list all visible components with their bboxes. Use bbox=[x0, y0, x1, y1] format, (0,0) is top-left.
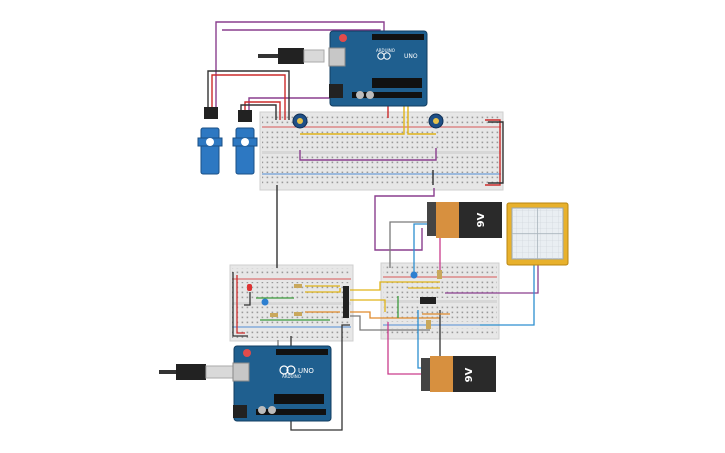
breadboard-left[interactable] bbox=[229, 264, 354, 342]
oscilloscope[interactable] bbox=[506, 202, 569, 266]
usb-cable-bottom bbox=[159, 364, 235, 380]
wires-top bbox=[207, 21, 504, 268]
servo-right[interactable] bbox=[232, 110, 258, 175]
servo-left[interactable] bbox=[197, 107, 223, 175]
arduino-uno-top[interactable]: ARDUINO UNO bbox=[328, 30, 428, 107]
battery-top-label: 9V bbox=[476, 212, 487, 227]
potentiometer-left[interactable] bbox=[292, 113, 308, 129]
led-blue[interactable] bbox=[261, 298, 269, 306]
resistors-left[interactable] bbox=[270, 284, 302, 317]
arduino-bottom-logo-text: ARDUINO bbox=[282, 374, 301, 379]
potentiometer-right[interactable] bbox=[428, 113, 444, 129]
breadboard-top[interactable] bbox=[259, 111, 504, 191]
arduino-top-logo-text: ARDUINO bbox=[376, 48, 395, 53]
led-red[interactable] bbox=[247, 284, 252, 291]
arduino-uno-bottom[interactable]: ARDUINO UNO bbox=[232, 345, 332, 422]
usb-cable-top bbox=[258, 48, 325, 64]
battery-9v-top[interactable]: 9V bbox=[427, 202, 502, 238]
battery-bottom-label: 9V bbox=[464, 367, 475, 382]
right-board-components[interactable] bbox=[410, 270, 443, 329]
ic-chip-left[interactable] bbox=[343, 286, 349, 318]
wires-right-board bbox=[387, 221, 539, 375]
arduino-top-model-text: UNO bbox=[404, 53, 418, 60]
battery-9v-bottom[interactable]: 9V bbox=[421, 356, 496, 392]
arduino-bottom-model-text: UNO bbox=[298, 367, 314, 375]
